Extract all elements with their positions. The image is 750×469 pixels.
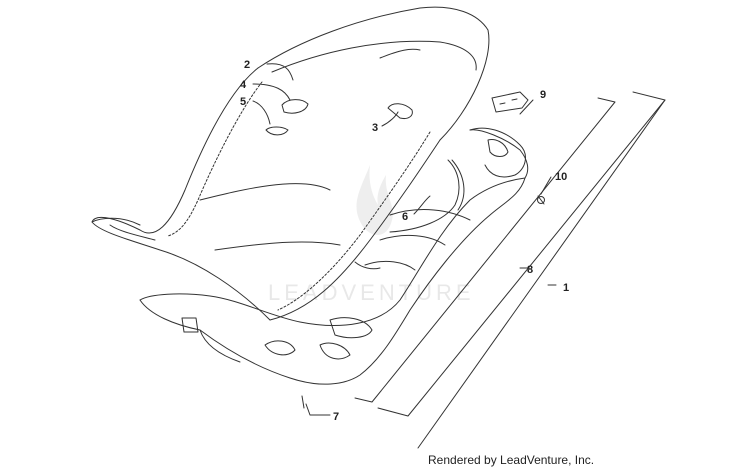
- leader-9: [519, 99, 534, 115]
- bracket-1: [377, 91, 666, 417]
- leader-4: [252, 83, 291, 101]
- callout-4: 4: [240, 79, 247, 91]
- callout-10: 10: [555, 171, 567, 183]
- callout-6: 6: [402, 211, 408, 223]
- part-4: [281, 99, 309, 114]
- seat-stitch-line: [167, 81, 263, 237]
- part-9-bracket: [491, 91, 529, 113]
- leader-7: [305, 403, 331, 416]
- bracket-8: [354, 97, 616, 403]
- seat-rear-hump: [257, 6, 490, 141]
- part-3: [387, 103, 413, 119]
- callout-7: 7: [333, 411, 339, 423]
- callout-1: 1: [563, 282, 569, 294]
- callout-5: 5: [240, 96, 246, 108]
- seat-cushion-outline: [91, 67, 271, 321]
- callout-2: 2: [244, 59, 250, 71]
- part-7-strap: [301, 395, 305, 409]
- leader-1-lower: [417, 99, 666, 449]
- callout-8: 8: [527, 264, 533, 276]
- seat-cushion-right-edge: [269, 139, 441, 321]
- seat-front-tip: [91, 217, 156, 241]
- leader-5: [252, 100, 271, 125]
- leader-3: [381, 111, 399, 127]
- leader-2: [266, 63, 294, 81]
- watermark-logo: LEADVENTURE: [268, 165, 475, 305]
- grab-strap-6: [389, 159, 460, 233]
- base-front-tab: [181, 317, 199, 333]
- part-5: [265, 126, 289, 136]
- leader-6: [413, 195, 431, 215]
- part-10-clip: [537, 196, 545, 204]
- callout-9: 9: [540, 89, 546, 101]
- seat-rear-hump-inner: [271, 40, 477, 73]
- rear-latch-region: [469, 127, 526, 178]
- watermark-text: LEADVENTURE: [268, 280, 475, 305]
- callout-3: 3: [372, 122, 378, 134]
- rendered-by-credit: Rendered by LeadVenture, Inc.: [428, 453, 595, 467]
